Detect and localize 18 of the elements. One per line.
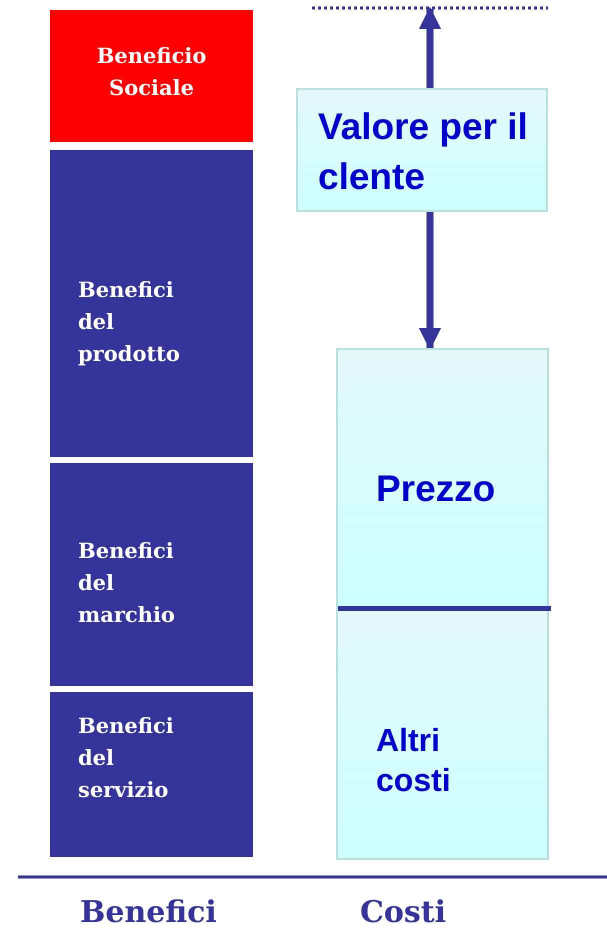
axis-label: Costi bbox=[360, 895, 446, 930]
axis-label: Benefici bbox=[80, 895, 217, 930]
bar-label: Valore per il clente bbox=[318, 105, 528, 199]
bar-label: Altri costi bbox=[376, 721, 452, 800]
bar-label: Benefici del servizio bbox=[78, 712, 175, 804]
benefit-bar bbox=[50, 10, 253, 142]
arrow bbox=[418, 212, 442, 350]
arrow bbox=[418, 6, 442, 88]
benefit-bar bbox=[50, 692, 253, 857]
cost-bar bbox=[336, 608, 549, 860]
bar-label: Benefici del prodotto bbox=[78, 276, 181, 368]
value-box bbox=[296, 88, 548, 212]
benefit-bar bbox=[50, 150, 253, 457]
bar-label: Beneficio Sociale bbox=[96, 42, 208, 102]
bar-label: Benefici del marchio bbox=[78, 537, 176, 629]
benefit-bar bbox=[50, 463, 253, 686]
cost-bar bbox=[336, 348, 549, 608]
bar-label: Prezzo bbox=[376, 468, 496, 510]
